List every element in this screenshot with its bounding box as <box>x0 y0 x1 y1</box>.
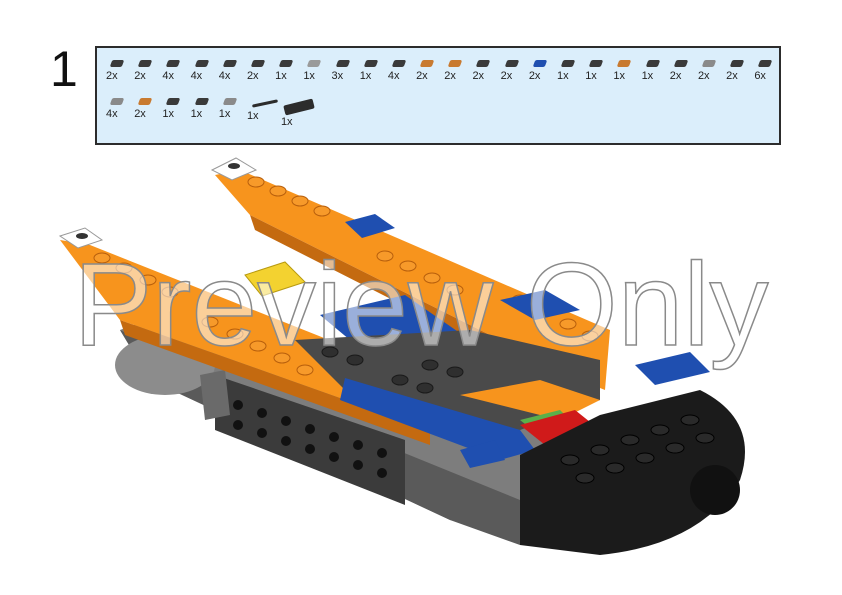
part-item: 2x <box>695 58 723 92</box>
parts-list-panel: 2x 2x 4x 4x 4x 2x 1x 1x 3x 1x 4x 2x 2x 2x 2x 2x 1x 1x 1x 1x… <box>95 46 781 145</box>
blue-clip-side <box>460 440 505 468</box>
part-quantity: 2x <box>669 70 682 82</box>
part-quantity: 4x <box>190 70 203 82</box>
part-quantity: 3x <box>331 70 344 82</box>
part-quantity: 1x <box>641 70 654 82</box>
part-item: 1x <box>582 58 610 92</box>
part-item: 1x <box>216 96 244 130</box>
black-nose <box>520 390 745 555</box>
part-quantity: 1x <box>218 108 231 120</box>
part-quantity: 2x <box>528 70 541 82</box>
part-quantity: 2x <box>726 70 738 82</box>
blue-right-brick <box>500 290 580 320</box>
part-quantity: 1x <box>275 70 287 82</box>
part-item: 2x <box>667 58 695 92</box>
part-quantity: 2x <box>246 70 259 82</box>
part-item: 2x <box>498 58 526 92</box>
part-quantity: 2x <box>472 70 485 82</box>
part-quantity: 1x <box>557 70 569 82</box>
yellow-hinge <box>244 261 306 297</box>
part-quantity: 2x <box>697 70 710 82</box>
part-item: 2x <box>526 58 554 92</box>
part-item: 2x <box>441 58 469 92</box>
part-quantity: 4x <box>106 108 118 120</box>
part-item: 4x <box>216 58 244 92</box>
orange-right-deck <box>460 380 600 420</box>
part-quantity: 1x <box>246 110 259 122</box>
parts-row-1: 2x 2x 4x 4x 4x 2x 1x 1x 3x 1x 4x 2x 2x 2x 2x 2x 1x 1x 1x 1x… <box>103 58 780 92</box>
blue-upper-brick <box>345 214 395 238</box>
part-quantity: 6x <box>754 70 766 82</box>
part-quantity: 4x <box>387 70 400 82</box>
part-quantity: 4x <box>218 70 231 82</box>
part-item: 3x <box>329 58 357 92</box>
part-item: 1x <box>159 96 187 130</box>
part-quantity: 2x <box>416 70 428 82</box>
part-item: 1x <box>188 96 216 130</box>
part-item: 6x <box>751 58 779 92</box>
part-item: 1x <box>300 58 328 92</box>
part-quantity: 1x <box>585 70 597 82</box>
part-item: 2x <box>413 58 441 92</box>
part-item: 1x <box>639 58 667 92</box>
blue-long-beam <box>340 378 535 460</box>
left-orange-arm-side <box>120 320 430 445</box>
part-item: 2x <box>244 58 272 92</box>
part-item: 2x <box>131 58 159 92</box>
part-item: 4x <box>188 58 216 92</box>
part-item: 1x <box>244 96 278 130</box>
parts-row-2: 4x 2x 1x 1x 1x 1x 1x <box>103 96 318 130</box>
wheel-hub <box>200 370 230 420</box>
part-item: 4x <box>159 58 187 92</box>
part-quantity: 1x <box>280 116 293 128</box>
nose-studs <box>560 414 715 484</box>
part-item: 4x <box>103 96 131 130</box>
technic-holes <box>233 400 387 478</box>
blue-clip-front <box>635 352 710 385</box>
part-quantity: 2x <box>500 70 513 82</box>
part-item: 2x <box>469 58 497 92</box>
part-item: 1x <box>357 58 385 92</box>
part-item: 1x <box>278 96 318 130</box>
part-quantity: 1x <box>613 70 625 82</box>
part-item: 4x <box>385 58 413 92</box>
red-brick <box>520 410 600 445</box>
part-item: 1x <box>554 58 582 92</box>
part-quantity: 1x <box>162 108 174 120</box>
right-orange-arm <box>215 170 610 390</box>
part-quantity: 1x <box>303 70 315 82</box>
left-arm-studs <box>93 252 314 376</box>
part-quantity: 1x <box>359 70 372 82</box>
part-quantity: 2x <box>134 70 146 82</box>
part-quantity: 1x <box>190 108 203 120</box>
part-item: 1x <box>610 58 638 92</box>
step-number: 1 <box>50 41 78 97</box>
black-ball-joint <box>690 465 740 515</box>
part-quantity: 2x <box>106 70 118 82</box>
part-item: 1x <box>272 58 300 92</box>
part-item: 2x <box>723 58 751 92</box>
part-quantity: 2x <box>444 70 456 82</box>
technic-side-block <box>215 375 405 505</box>
deck-studs <box>321 346 464 394</box>
part-quantity: 2x <box>134 108 146 120</box>
part-item: 2x <box>103 58 131 92</box>
part-item: 2x <box>131 96 159 130</box>
part-quantity: 4x <box>162 70 174 82</box>
